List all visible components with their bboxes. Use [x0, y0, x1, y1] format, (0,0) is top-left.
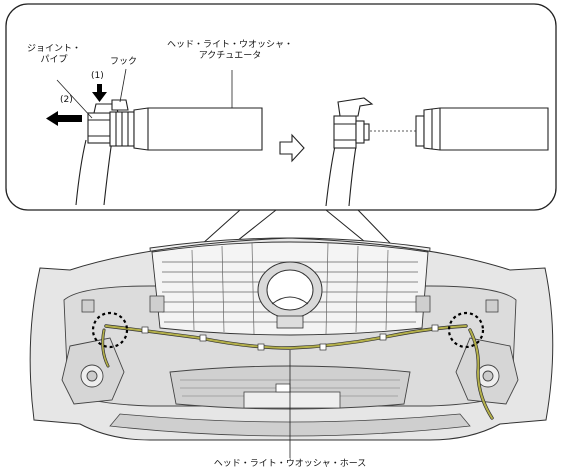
- right-hose: [325, 145, 357, 207]
- washer-hose-harness: [101, 324, 494, 420]
- hook-label: フック: [110, 57, 138, 67]
- arrow-left-icon: [46, 111, 82, 126]
- side-brackets: [81, 295, 499, 313]
- right-fog-housing: [455, 337, 519, 405]
- outline-arrow-right-icon: [279, 133, 305, 163]
- joint-pipe-label: ジョイント・ パイプ: [26, 44, 81, 65]
- grille-front: [151, 241, 429, 336]
- leader-lines: [56, 68, 233, 119]
- actuator-body-left: [133, 107, 263, 151]
- left-fog-housing: [61, 337, 125, 405]
- detail-callout-box: [5, 3, 557, 211]
- step-2-label: (2): [60, 95, 73, 105]
- detail-circle-left: [91, 311, 129, 349]
- detail-circle-right: [447, 311, 485, 349]
- actuator-body-right: [415, 107, 549, 151]
- hose-label: ヘッド・ライト・ウオッシャ・ホース: [213, 459, 367, 469]
- actuator-label: ヘッド・ライト・ウオッシャ・ アクチュエータ: [166, 40, 293, 61]
- joint-pipe-left: [87, 99, 135, 147]
- step-1-label: (1): [91, 71, 104, 81]
- arrow-down-icon: [92, 84, 107, 102]
- harness-clips: [141, 324, 439, 351]
- joint-pipe-right: [333, 97, 374, 149]
